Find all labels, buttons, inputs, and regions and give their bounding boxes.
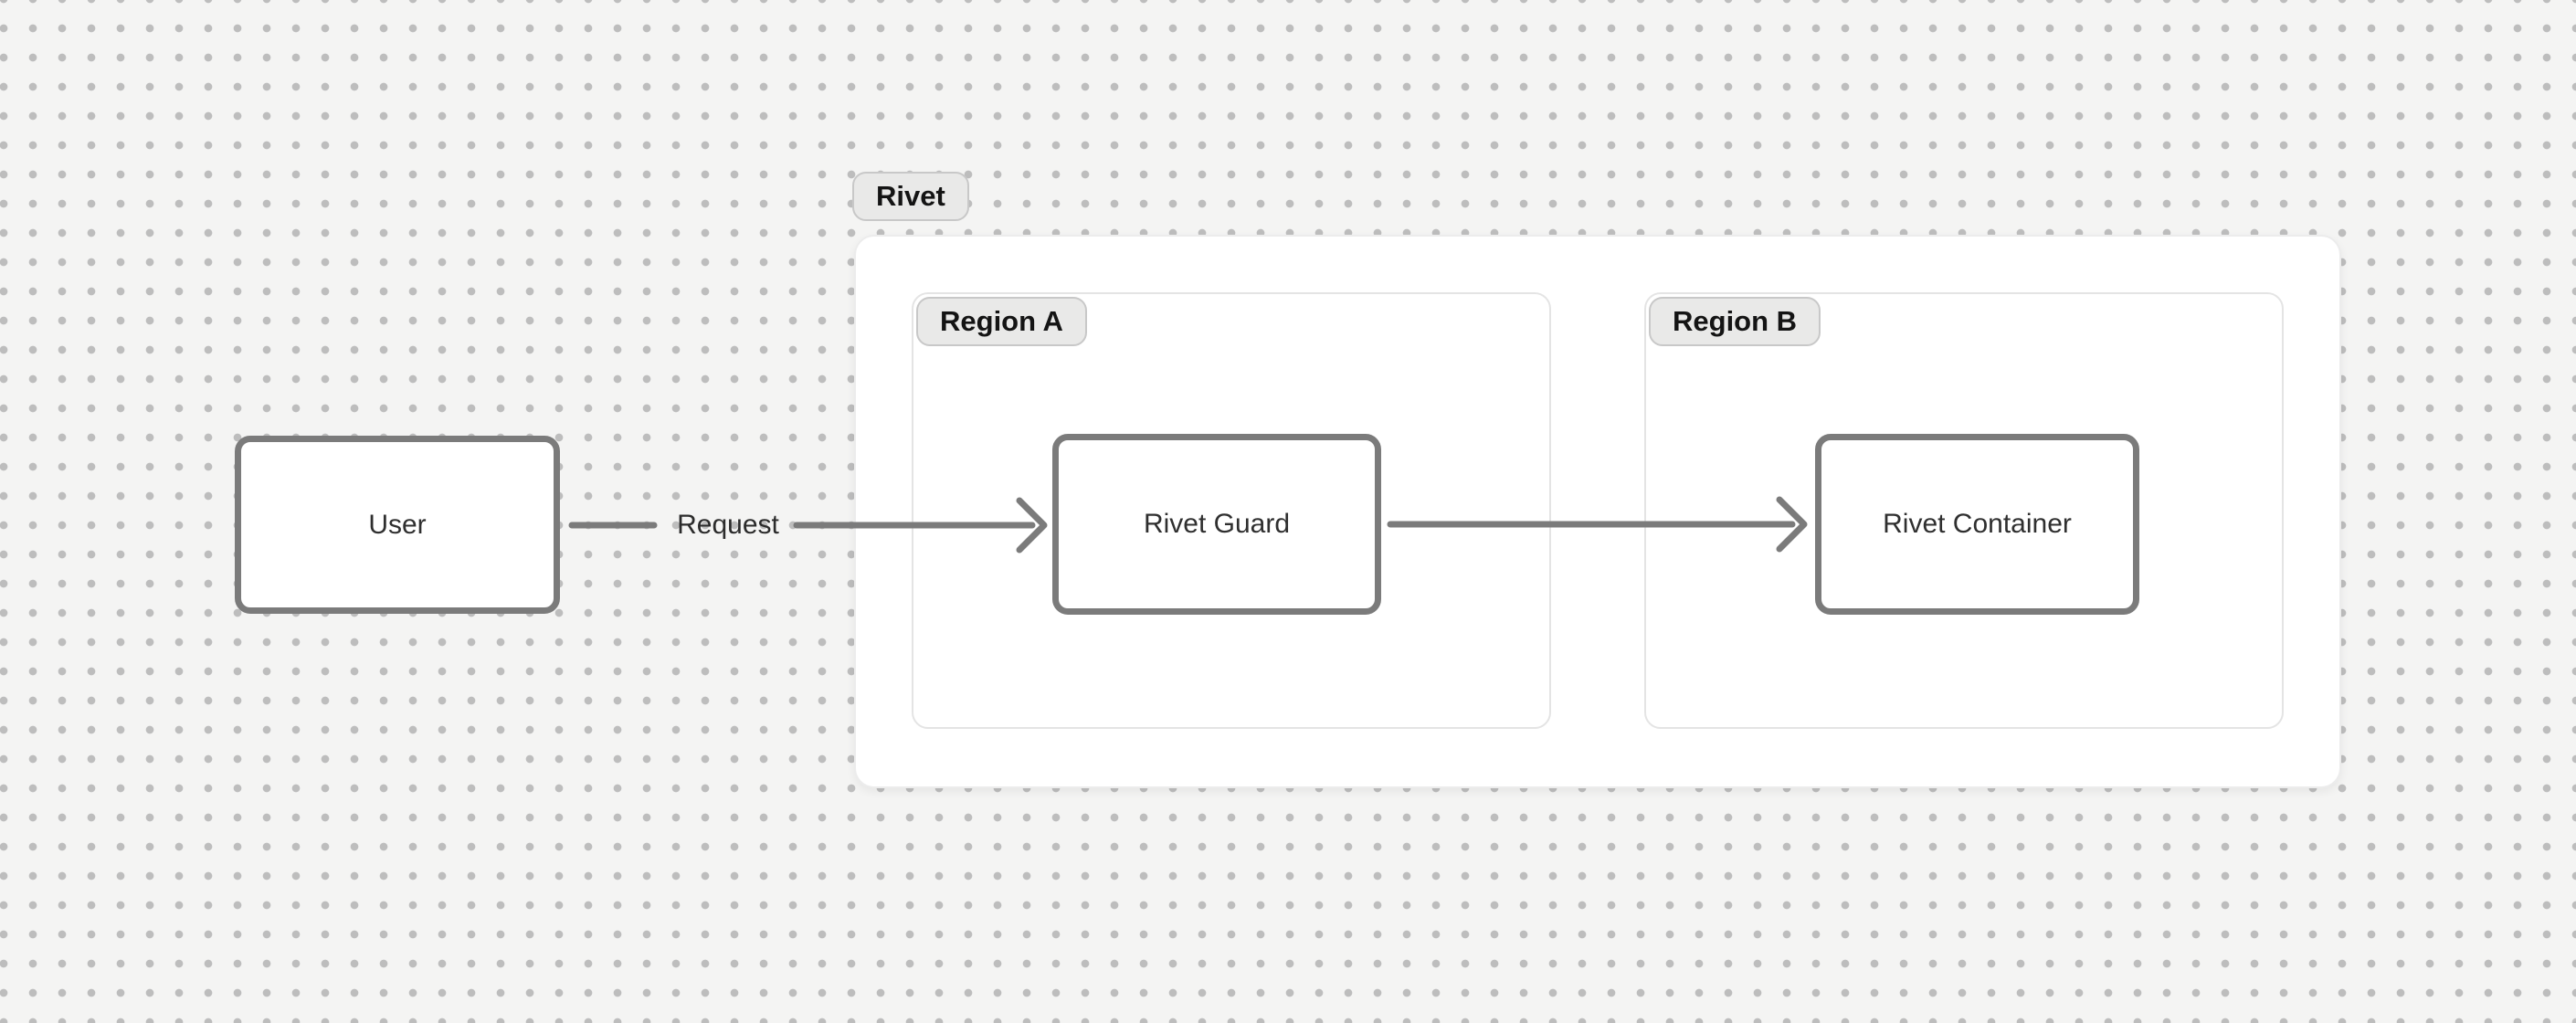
arrowhead-icon (1016, 497, 1048, 554)
node-rivet-guard-label: Rivet Guard (1143, 509, 1291, 539)
region-label-b[interactable]: Region B (1649, 297, 1821, 346)
node-user[interactable]: User (235, 436, 560, 614)
region-label-a[interactable]: Region A (916, 297, 1087, 346)
node-rivet-container-label: Rivet Container (1883, 509, 2072, 539)
edge-guard-to-container[interactable] (1387, 496, 1808, 553)
node-user-label: User (368, 509, 427, 540)
edge-label-request[interactable]: Request (677, 510, 779, 540)
node-rivet-container[interactable]: Rivet Container (1815, 434, 2139, 615)
edge-user-to-guard[interactable] (568, 497, 1048, 554)
group-label-rivet[interactable]: Rivet (852, 172, 969, 221)
arrowhead-icon (1776, 496, 1808, 553)
node-rivet-guard[interactable]: Rivet Guard (1052, 434, 1381, 615)
